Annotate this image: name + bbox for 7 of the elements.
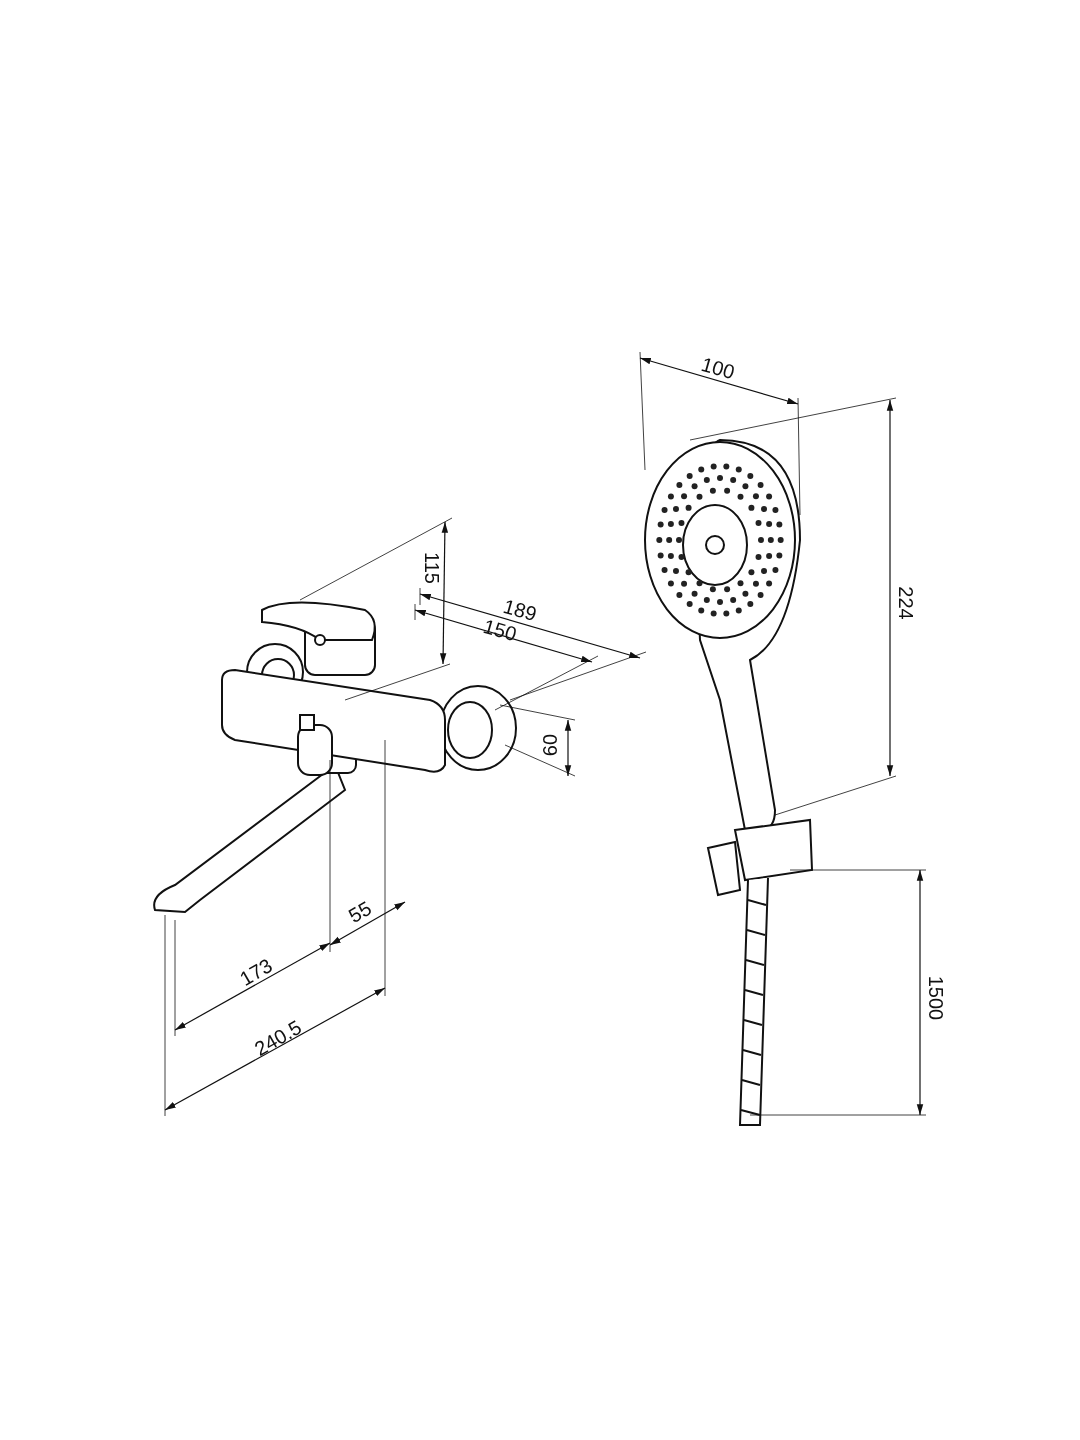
dimension-label: 1500 xyxy=(926,975,946,1021)
dimension-label: 100 xyxy=(699,353,737,383)
dimension-label: 224 xyxy=(896,586,916,620)
dimension-label: 55 xyxy=(345,897,375,927)
dimension-label: 60 xyxy=(540,733,560,757)
dimension-label: 115 xyxy=(422,552,442,584)
dimension-label: 173 xyxy=(236,955,276,989)
